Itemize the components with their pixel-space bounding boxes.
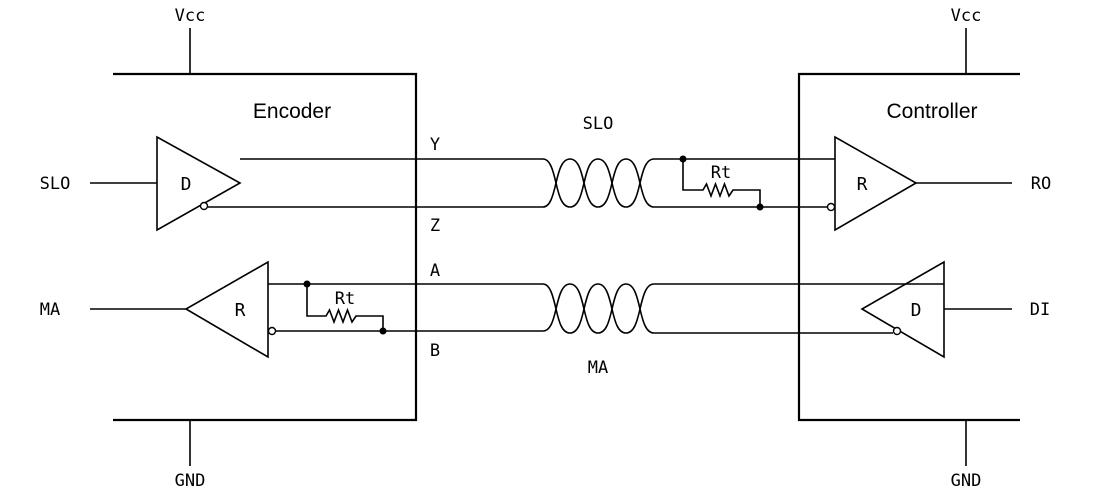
encoder-driver-triangle bbox=[156, 135, 242, 232]
controller-outline bbox=[797, 72, 1020, 422]
ma-wire-a bbox=[268, 283, 944, 334]
controller-vcc-label: Vcc bbox=[951, 6, 982, 26]
controller-driver-triangle bbox=[860, 260, 945, 359]
slo-wire-z bbox=[208, 158, 827, 208]
di-input-label: DI bbox=[1030, 300, 1050, 320]
controller-receiver-label: R bbox=[857, 174, 868, 195]
encoder-gnd-label: GND bbox=[175, 471, 206, 491]
encoder-driver-invert-bubble bbox=[199, 201, 209, 211]
slo-cable-label: SLO bbox=[583, 114, 614, 134]
controller-driver-label: D bbox=[911, 300, 922, 321]
encoder-title: Encoder bbox=[253, 100, 331, 123]
encoder-rt-label: Rt bbox=[335, 289, 355, 309]
controller-rt-label: Rt bbox=[711, 163, 731, 183]
controller-driver-invert-bubble bbox=[892, 326, 902, 336]
slo-input-label: SLO bbox=[40, 174, 71, 194]
ro-output-label: RO bbox=[1031, 174, 1051, 194]
slo-wire-y bbox=[240, 158, 835, 208]
encoder-receiver-invert-bubble bbox=[267, 326, 277, 336]
slo-twisted-pair: SLO Rt bbox=[208, 114, 835, 211]
encoder-block: Vcc GND Encoder D SLO R MA Rt Y Z A B bbox=[40, 6, 440, 491]
pin-z-label: Z bbox=[430, 216, 440, 236]
encoder-receiver-label: R bbox=[235, 300, 246, 321]
encoder-driver-label: D bbox=[181, 174, 192, 195]
controller-gnd-label: GND bbox=[951, 471, 982, 491]
ma-wire-b bbox=[276, 283, 893, 334]
encoder-receiver-triangle bbox=[184, 260, 269, 359]
pin-b-label: B bbox=[430, 341, 440, 361]
controller-rt-resistor bbox=[682, 159, 761, 207]
pin-a-label: A bbox=[430, 261, 440, 281]
controller-block: Vcc GND Controller R RO D DI bbox=[797, 6, 1051, 491]
encoder-outline bbox=[113, 72, 418, 422]
ma-twisted-pair: MA bbox=[268, 283, 944, 378]
encoder-rt-resistor bbox=[306, 284, 384, 331]
ma-output-label: MA bbox=[40, 300, 60, 320]
ma-cable-label: MA bbox=[588, 358, 608, 378]
controller-receiver-invert-bubble bbox=[826, 202, 836, 212]
encoder-vcc-label: Vcc bbox=[175, 6, 206, 26]
controller-receiver-triangle bbox=[834, 135, 918, 232]
pin-y-label: Y bbox=[430, 135, 440, 155]
controller-title: Controller bbox=[886, 100, 977, 123]
